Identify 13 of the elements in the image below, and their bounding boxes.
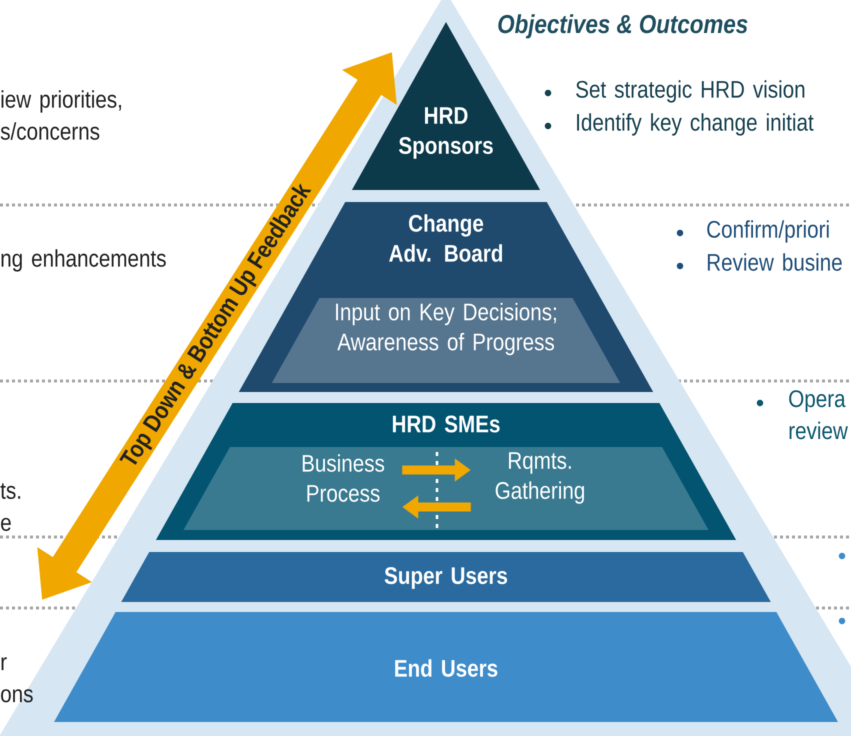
note-text: ts. e bbox=[0, 483, 20, 531]
note-text: Review busine bbox=[708, 253, 842, 271]
note-text: Identify key change initiat bbox=[577, 113, 814, 136]
process-label: Rqmts. Gathering bbox=[496, 452, 584, 504]
process-label: Business Process bbox=[302, 454, 384, 502]
note-text: iew priorities, s/concerns bbox=[0, 90, 121, 140]
pyramid-tier: End Users bbox=[54, 612, 838, 722]
note-text: ng enhancements bbox=[2, 249, 166, 272]
note-text: Confirm/priori bbox=[707, 220, 829, 243]
inner-band: Input on Key Decisions; Awareness of Progress bbox=[272, 298, 620, 383]
note-text: Set strategic HRD vision bbox=[576, 80, 804, 103]
note-text: Opera review bbox=[789, 390, 848, 440]
pyramid-tier: Super Users bbox=[121, 552, 771, 602]
